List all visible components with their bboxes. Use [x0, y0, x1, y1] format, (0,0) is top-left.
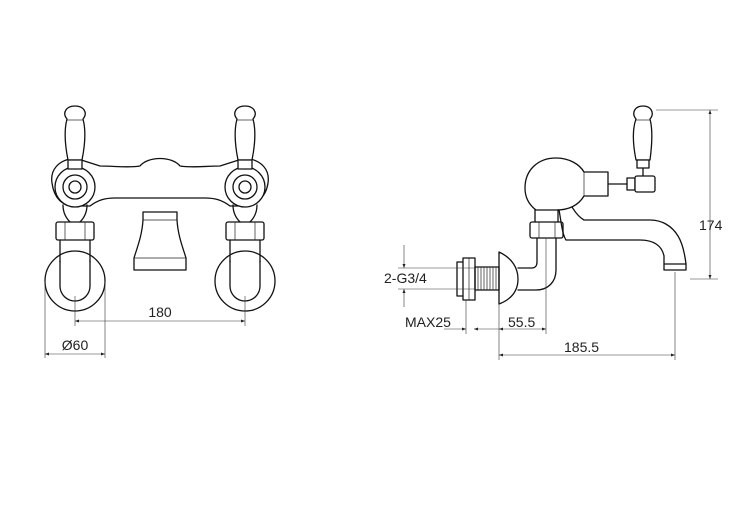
center-distance-dimension: 180 [74, 296, 246, 326]
thread-label: 2-G3/4 [384, 270, 427, 286]
left-union-nut [55, 221, 95, 263]
side-lever-handle [607, 105, 656, 193]
offset-dimension: 55.5 [498, 238, 547, 360]
projection-label: 185.5 [564, 339, 599, 355]
side-wall-flange [498, 251, 519, 305]
threaded-inlet [456, 257, 500, 301]
front-view: 180 Ø60 [44, 105, 276, 358]
offset-label: 55.5 [508, 314, 535, 330]
height-label: 174 [699, 217, 723, 233]
right-lever-handle [234, 105, 256, 170]
mixer-body [51, 157, 269, 207]
left-leg [62, 204, 88, 223]
max-wall-dimension: MAX25 [405, 300, 499, 334]
side-union-nut [529, 221, 564, 239]
max-wall-label: MAX25 [405, 314, 451, 330]
right-leg [232, 204, 258, 223]
front-spout [133, 211, 187, 271]
thread-dimension: 2-G3/4 [384, 245, 476, 307]
projection-dimension: 185.5 [499, 272, 676, 360]
height-dimension: 174 [656, 109, 723, 280]
flange-diameter-dimension: Ø60 [44, 281, 106, 358]
right-union-nut [225, 221, 265, 263]
flange-diameter-label: Ø60 [62, 337, 89, 353]
side-valve-body [524, 157, 609, 211]
center-distance-label: 180 [148, 304, 172, 320]
side-view: 174 2-G3/4 MAX25 55.5 185.5 [384, 105, 723, 360]
side-elbow-tube [517, 235, 557, 291]
left-lever-handle [64, 105, 86, 170]
left-valve-body [54, 166, 96, 208]
side-spout [558, 206, 687, 265]
right-valve-body [224, 166, 266, 208]
